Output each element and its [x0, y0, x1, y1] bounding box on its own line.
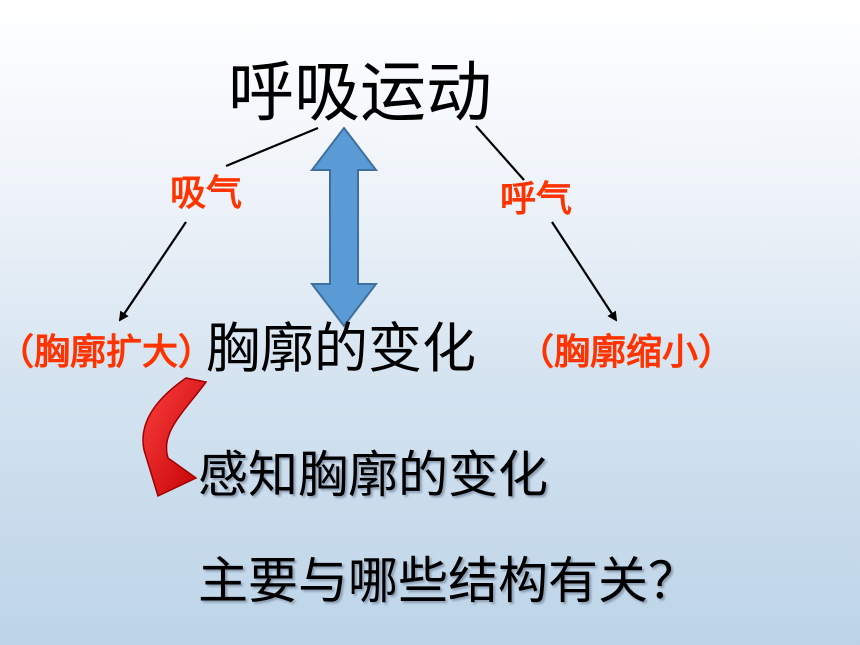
- curved-arrow-icon: [142, 377, 208, 498]
- chest-shrink-label: （胸廓缩小）: [518, 332, 735, 373]
- diagram-title: 呼吸运动: [228, 54, 492, 131]
- exhale-connector-line: [475, 125, 525, 181]
- exhale-arrow: [551, 221, 618, 322]
- chest-expand-label: （胸廓扩大）: [0, 332, 215, 373]
- question-line-2: 主要与哪些结构有关？: [198, 552, 698, 610]
- chest-change-label: 胸廓的变化: [206, 317, 476, 380]
- exhale-label: 呼气: [500, 179, 573, 220]
- inhale-connector-line: [225, 126, 319, 168]
- inhale-label: 吸气: [170, 173, 243, 214]
- question-line-1: 感知胸廓的变化: [198, 446, 548, 504]
- double-arrow-icon: [309, 126, 379, 328]
- inhale-arrow: [118, 221, 187, 322]
